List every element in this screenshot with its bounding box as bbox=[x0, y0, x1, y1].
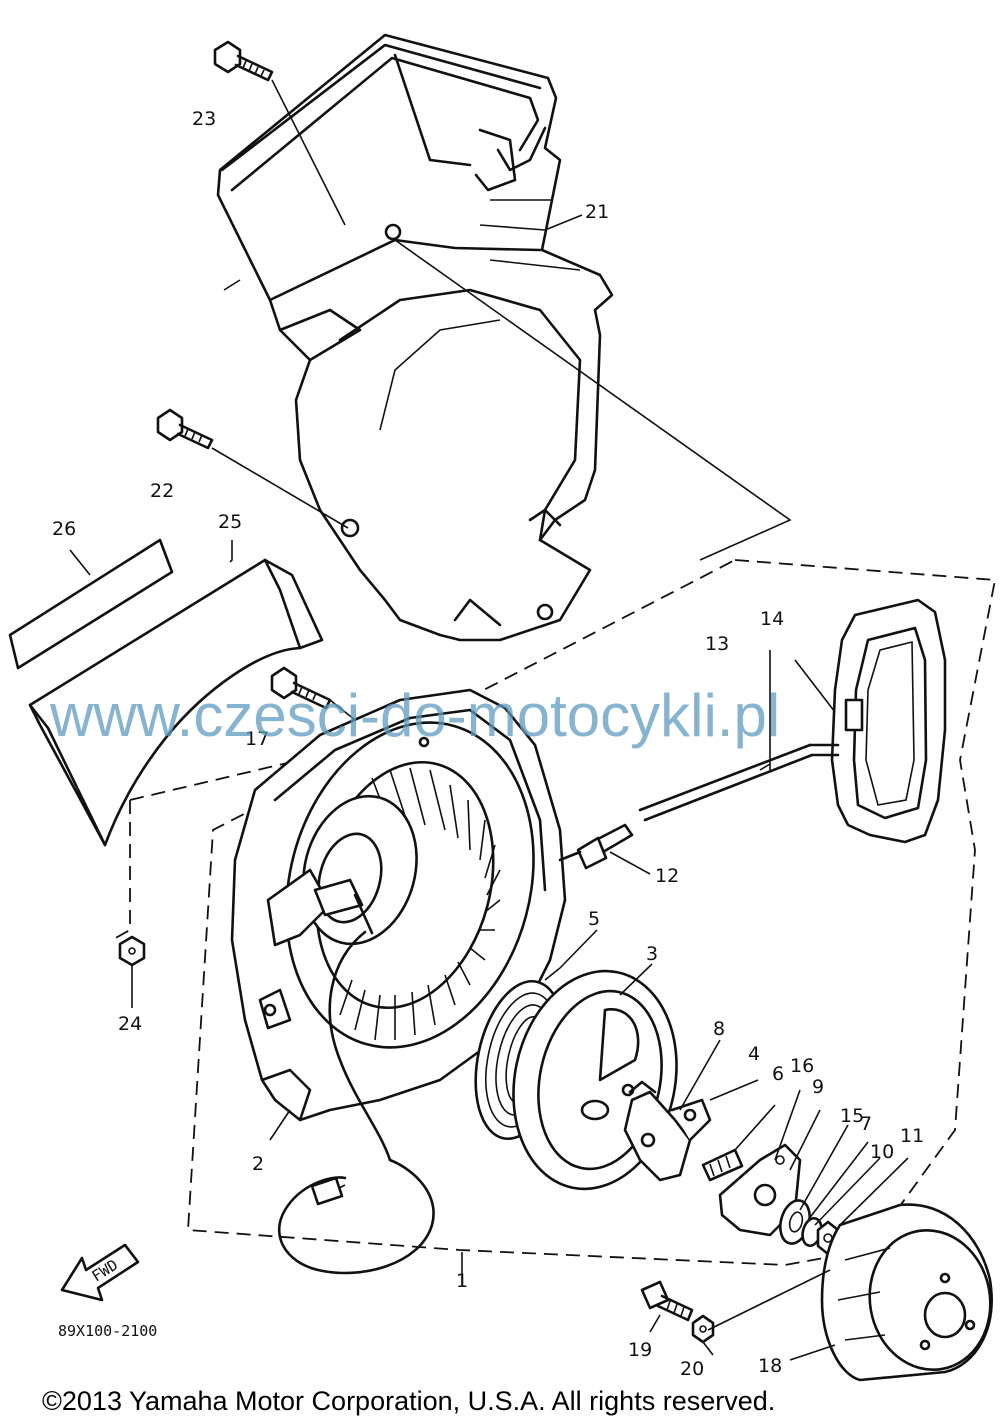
bolt-part-23 bbox=[213, 40, 274, 82]
strip-part-26 bbox=[8, 538, 174, 670]
callout-23: 23 bbox=[192, 108, 216, 130]
callout-1: 1 bbox=[456, 1270, 468, 1292]
cover-part-25 bbox=[28, 558, 324, 847]
callout-20: 20 bbox=[680, 1358, 704, 1380]
callout-labels: 23 21 22 26 25 14 13 17 12 5 3 24 8 4 6 … bbox=[52, 108, 924, 1380]
callout-21: 21 bbox=[585, 201, 609, 223]
callout-14: 14 bbox=[760, 608, 784, 630]
callout-10: 10 bbox=[870, 1141, 894, 1163]
callout-8: 8 bbox=[713, 1018, 725, 1040]
callout-7: 7 bbox=[860, 1113, 872, 1135]
callout-12: 12 bbox=[655, 865, 679, 887]
callout-16: 16 bbox=[790, 1055, 814, 1077]
callout-18: 18 bbox=[758, 1355, 782, 1377]
copyright: ©2013 Yamaha Motor Corporation, U.S.A. A… bbox=[42, 1386, 775, 1416]
callout-22: 22 bbox=[150, 480, 174, 502]
callout-3: 3 bbox=[646, 943, 658, 965]
handle-part-14 bbox=[808, 598, 947, 844]
callout-leaders bbox=[69, 214, 909, 1361]
callout-19: 19 bbox=[628, 1339, 652, 1361]
starter-case-part-2 bbox=[230, 688, 567, 1162]
callout-4: 4 bbox=[748, 1043, 760, 1065]
callout-24: 24 bbox=[118, 1013, 142, 1035]
callout-25: 25 bbox=[218, 511, 242, 533]
callout-13: 13 bbox=[705, 633, 729, 655]
callout-5: 5 bbox=[588, 908, 600, 930]
fwd-arrow-icon: FWD bbox=[60, 1243, 140, 1302]
callout-26: 26 bbox=[52, 518, 76, 540]
callout-11: 11 bbox=[900, 1125, 924, 1147]
pulley-part-18 bbox=[820, 1203, 993, 1382]
bolt-part-22 bbox=[156, 408, 214, 450]
bolt-part-19 bbox=[640, 1280, 694, 1322]
washer-part-20 bbox=[691, 1314, 715, 1344]
rope-loop bbox=[277, 1158, 435, 1275]
bolt-part-17 bbox=[270, 666, 332, 710]
callout-15: 15 bbox=[840, 1105, 864, 1127]
callout-9: 9 bbox=[812, 1076, 824, 1098]
callout-2: 2 bbox=[252, 1153, 264, 1175]
fitting-part-12 bbox=[558, 823, 634, 870]
screw-part-16 bbox=[701, 1148, 744, 1182]
fan-shroud-part-21 bbox=[216, 33, 614, 642]
fan-fins bbox=[339, 767, 501, 1041]
rope-shaft-part-13 bbox=[638, 743, 814, 822]
nut-part-24 bbox=[118, 935, 146, 967]
assembly-boundary bbox=[187, 559, 997, 1266]
pawl-part-4 bbox=[623, 1080, 712, 1182]
callout-6: 6 bbox=[772, 1063, 784, 1085]
leader-lines bbox=[211, 79, 792, 741]
part-code: 89X100-2100 bbox=[58, 1322, 157, 1340]
callout-17: 17 bbox=[245, 728, 269, 750]
watermark: www.czesci-do-motocykli.pl bbox=[49, 682, 780, 749]
